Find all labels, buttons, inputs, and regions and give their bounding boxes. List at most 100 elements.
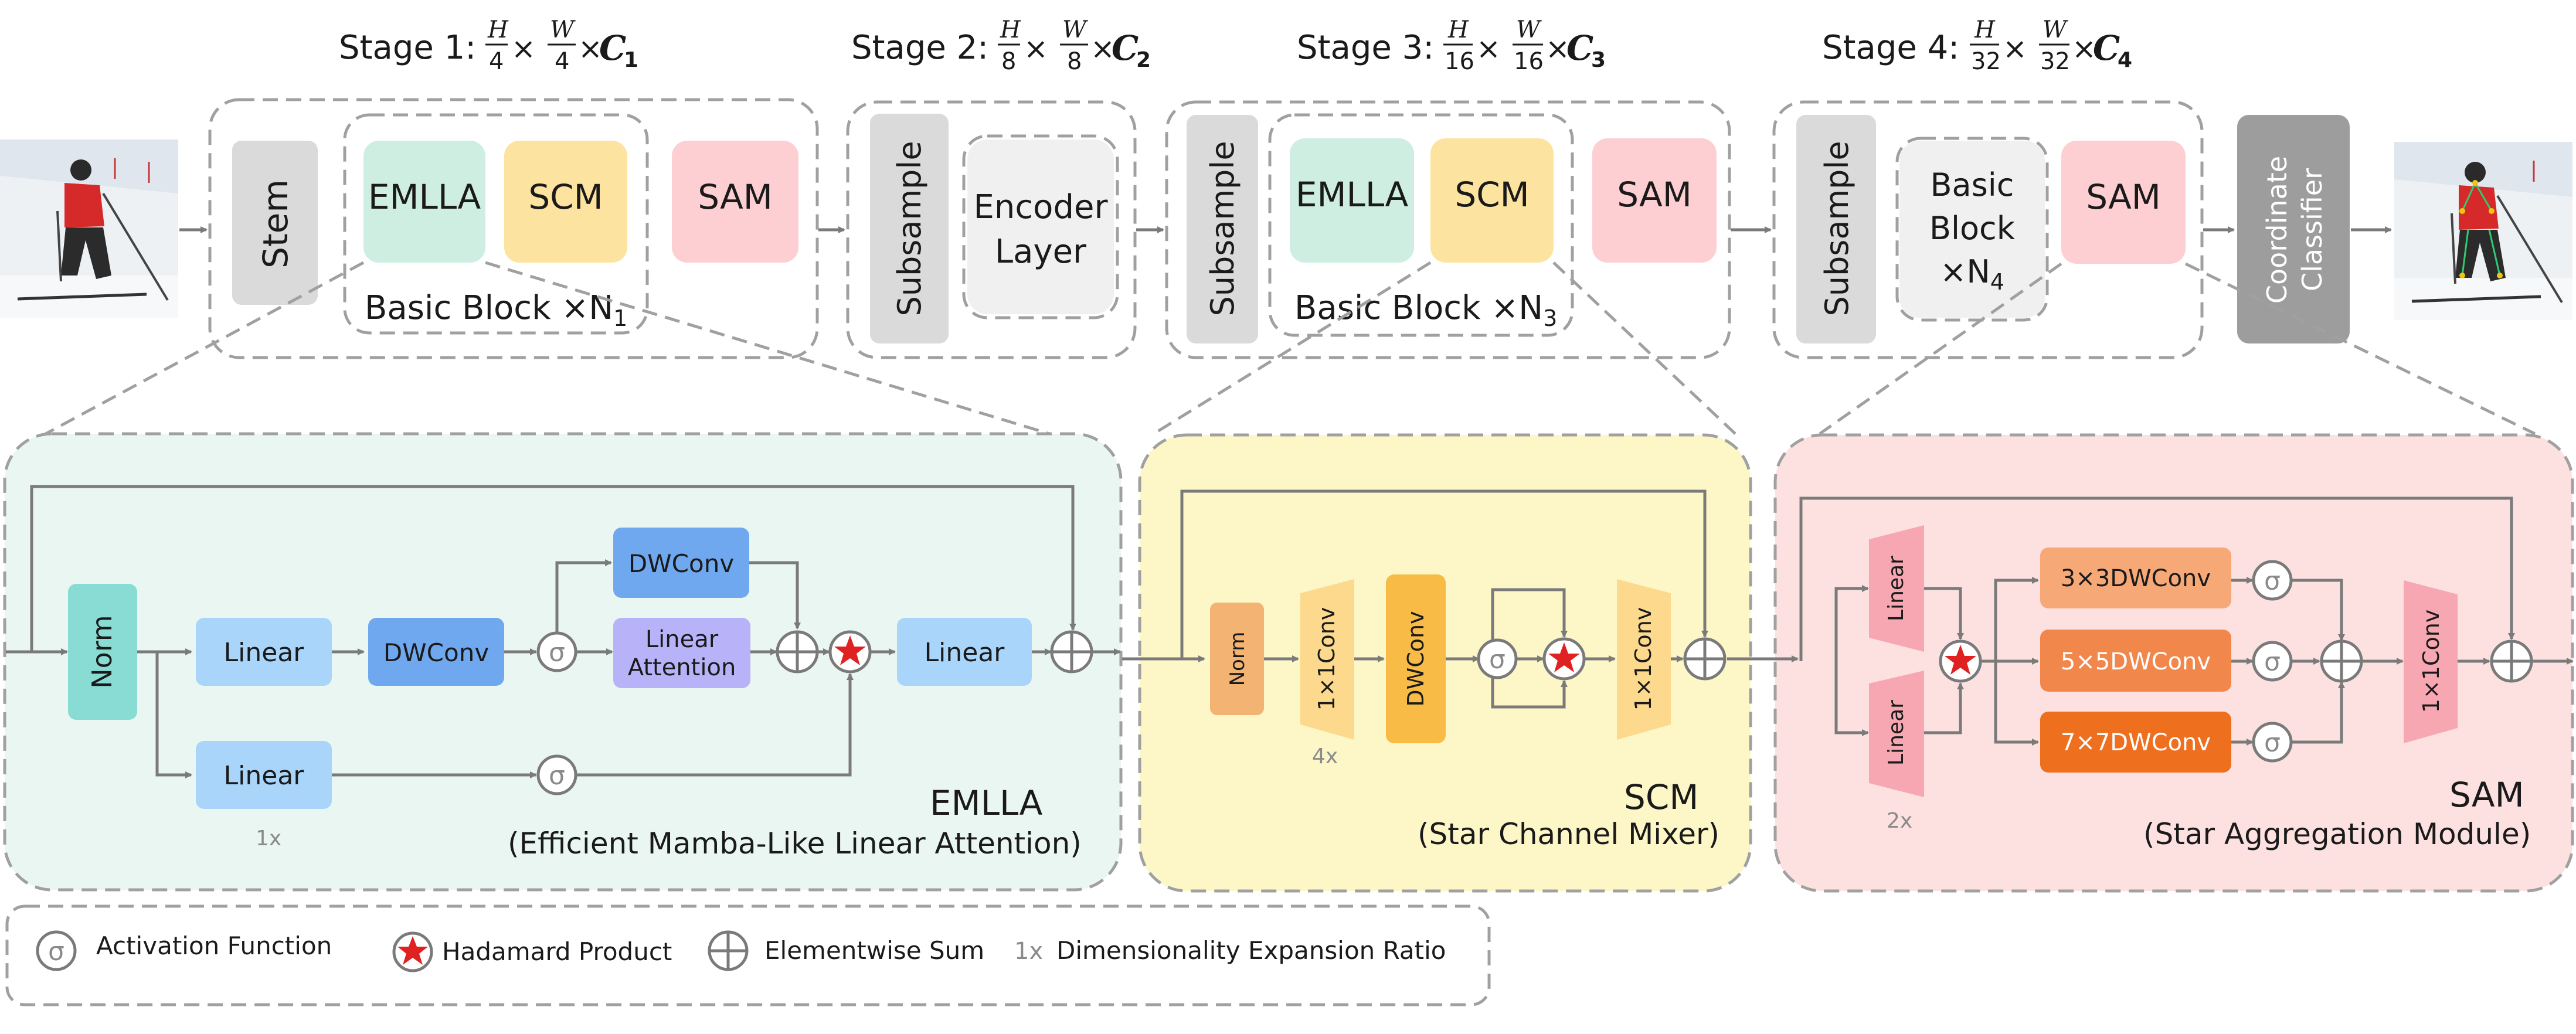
svg-text:×: ×: [1476, 32, 1501, 66]
scm-norm-label: Norm: [1226, 632, 1249, 686]
skier-photo-output: [2394, 142, 2572, 320]
svg-text:×: ×: [2072, 32, 2096, 66]
basic-label-line2: Block: [1929, 210, 2016, 247]
sum-circle-icon: [2320, 640, 2363, 683]
scm-subtitle: (Star Channel Mixer): [1418, 817, 1719, 851]
legend-hadamard-label: Hadamard Product: [442, 937, 672, 966]
svg-text:Stage 1:: Stage 1:: [339, 29, 476, 67]
stage-title-3: Stage 3: H 16 × W 16 × C 3: [1297, 16, 1606, 75]
emlla-subtitle: (Efficient Mamba-Like Linear Attention): [508, 826, 1082, 860]
sum-circle-icon: [776, 630, 819, 674]
emlla-block-stage1: [363, 141, 485, 263]
emlla-dwconv-label: DWConv: [383, 638, 489, 667]
sam-title: SAM: [2449, 775, 2524, 815]
sam-conv7-label: 7×7DWConv: [2061, 729, 2211, 756]
scm-ratio-label: 4x: [1312, 744, 1338, 768]
emlla-title: EMLLA: [930, 783, 1043, 823]
sam-label-stage3: SAM: [1617, 175, 1692, 215]
activation-sigma-icon: σ: [2252, 641, 2293, 682]
svg-text:16: 16: [1445, 48, 1474, 75]
scm-dwconv-label: DWConv: [1403, 611, 1429, 706]
svg-text:σ: σ: [48, 937, 64, 967]
stem-label: Stem: [256, 179, 295, 268]
activation-sigma-icon: σ: [2252, 560, 2293, 601]
activation-sigma-icon: σ: [536, 631, 577, 672]
svg-text:Stage 2:: Stage 2:: [851, 29, 988, 67]
svg-text:×: ×: [1545, 32, 1570, 66]
sam-block-stage3: [1592, 138, 1717, 263]
scm-conv2-label: 1×1Conv: [1630, 607, 1656, 711]
legend-activation-label: Activation Function: [96, 931, 332, 960]
svg-text:4: 4: [555, 48, 569, 75]
hadamard-star-icon: [1939, 640, 1982, 683]
sam-flow-lines: [1799, 496, 2574, 746]
subsample-label-stage4: Subsample: [1819, 141, 1855, 316]
basic-label-line1: Basic: [1931, 166, 2014, 203]
svg-text:C: C: [599, 28, 626, 68]
scm-dwconv-block: [1386, 574, 1446, 743]
svg-text:σ: σ: [2264, 647, 2281, 677]
svg-text:H: H: [1974, 16, 1996, 43]
svg-text:σ: σ: [2264, 566, 2281, 596]
basic-block-label-stage3: Basic Block ×N3: [1294, 289, 1557, 331]
basic-label-line3: ×N4: [1940, 253, 2004, 295]
svg-text:32: 32: [1971, 48, 2001, 75]
scm-1x1conv-block-1: [1300, 579, 1354, 740]
scm-1x1conv-block-2: [1617, 579, 1671, 740]
hadamard-star-icon: [828, 630, 872, 674]
svg-text:H: H: [1000, 16, 1021, 43]
stage-2-encoder-box: [962, 134, 1119, 319]
svg-text:×: ×: [1024, 32, 1048, 66]
svg-text:C: C: [2093, 28, 2120, 68]
emlla-dwconv-block-2: [613, 528, 749, 598]
svg-text:σ: σ: [2264, 728, 2281, 758]
svg-text:1: 1: [624, 48, 638, 72]
scm-block-stage3: [1430, 138, 1554, 263]
stage-1-box: [208, 98, 819, 359]
legend-ratio-label: Dimensionality Expansion Ratio: [1056, 936, 1446, 965]
subsample-block-stage3: [1187, 115, 1258, 343]
scm-label-stage1: SCM: [528, 177, 603, 217]
activation-sigma-icon: σ: [536, 754, 577, 795]
sam-label-stage4: SAM: [2086, 177, 2161, 217]
emlla-flow-lines: [6, 485, 1121, 778]
svg-text:Stage 4:: Stage 4:: [1822, 29, 1959, 67]
sam-conv5-label: 5×5DWConv: [2061, 648, 2211, 675]
encoder-label-line2: Layer: [995, 233, 1087, 271]
sam-linear-block-2: [1869, 671, 1924, 797]
stage-3-basic-block-box: [1268, 113, 1574, 337]
svg-text:32: 32: [2040, 48, 2070, 75]
activation-sigma-icon: σ: [36, 930, 77, 971]
scm-label-stage3: SCM: [1454, 175, 1529, 215]
svg-text:×: ×: [1090, 32, 1115, 66]
subsample-label-stage2: Subsample: [891, 141, 928, 316]
sam-1x1conv-block: [2404, 580, 2458, 743]
stage-1-basic-block-box: [343, 113, 649, 335]
sam-label-stage1: SAM: [698, 177, 773, 217]
svg-text:4: 4: [2118, 48, 2132, 72]
scm-title: SCM: [1624, 777, 1698, 817]
svg-text:C: C: [1112, 28, 1139, 68]
svg-text:W: W: [1062, 16, 1088, 43]
emlla-linear-label-1: Linear: [224, 638, 305, 668]
legend-ratio-symbol: 1x: [1014, 938, 1043, 965]
coordinate-label: Coordinate: [2261, 156, 2293, 304]
sum-circle-icon: [708, 930, 749, 971]
basic-block-label-stage1: Basic Block ×N1: [365, 289, 627, 331]
emlla-block-stage3: [1290, 138, 1414, 263]
zoom-connectors: [45, 261, 2536, 436]
svg-text:8: 8: [1067, 48, 1082, 75]
svg-text:C: C: [1566, 28, 1593, 68]
emlla-linear-block-2: [196, 741, 332, 809]
svg-text:H: H: [1447, 16, 1469, 43]
svg-text:×: ×: [511, 32, 536, 66]
scm-flow-lines: [1122, 489, 1799, 709]
scm-norm-block: [1210, 603, 1264, 715]
subsample-block-stage2: [870, 114, 949, 343]
sam-5x5dwconv-block: [2040, 630, 2231, 692]
stage-title-4: Stage 4: H 32 × W 32 × C 4: [1822, 16, 2132, 75]
linear-attention-label-2: Attention: [628, 654, 736, 681]
emlla-linear-label-3: Linear: [925, 638, 1005, 668]
emlla-linear-label-2: Linear: [224, 761, 305, 791]
